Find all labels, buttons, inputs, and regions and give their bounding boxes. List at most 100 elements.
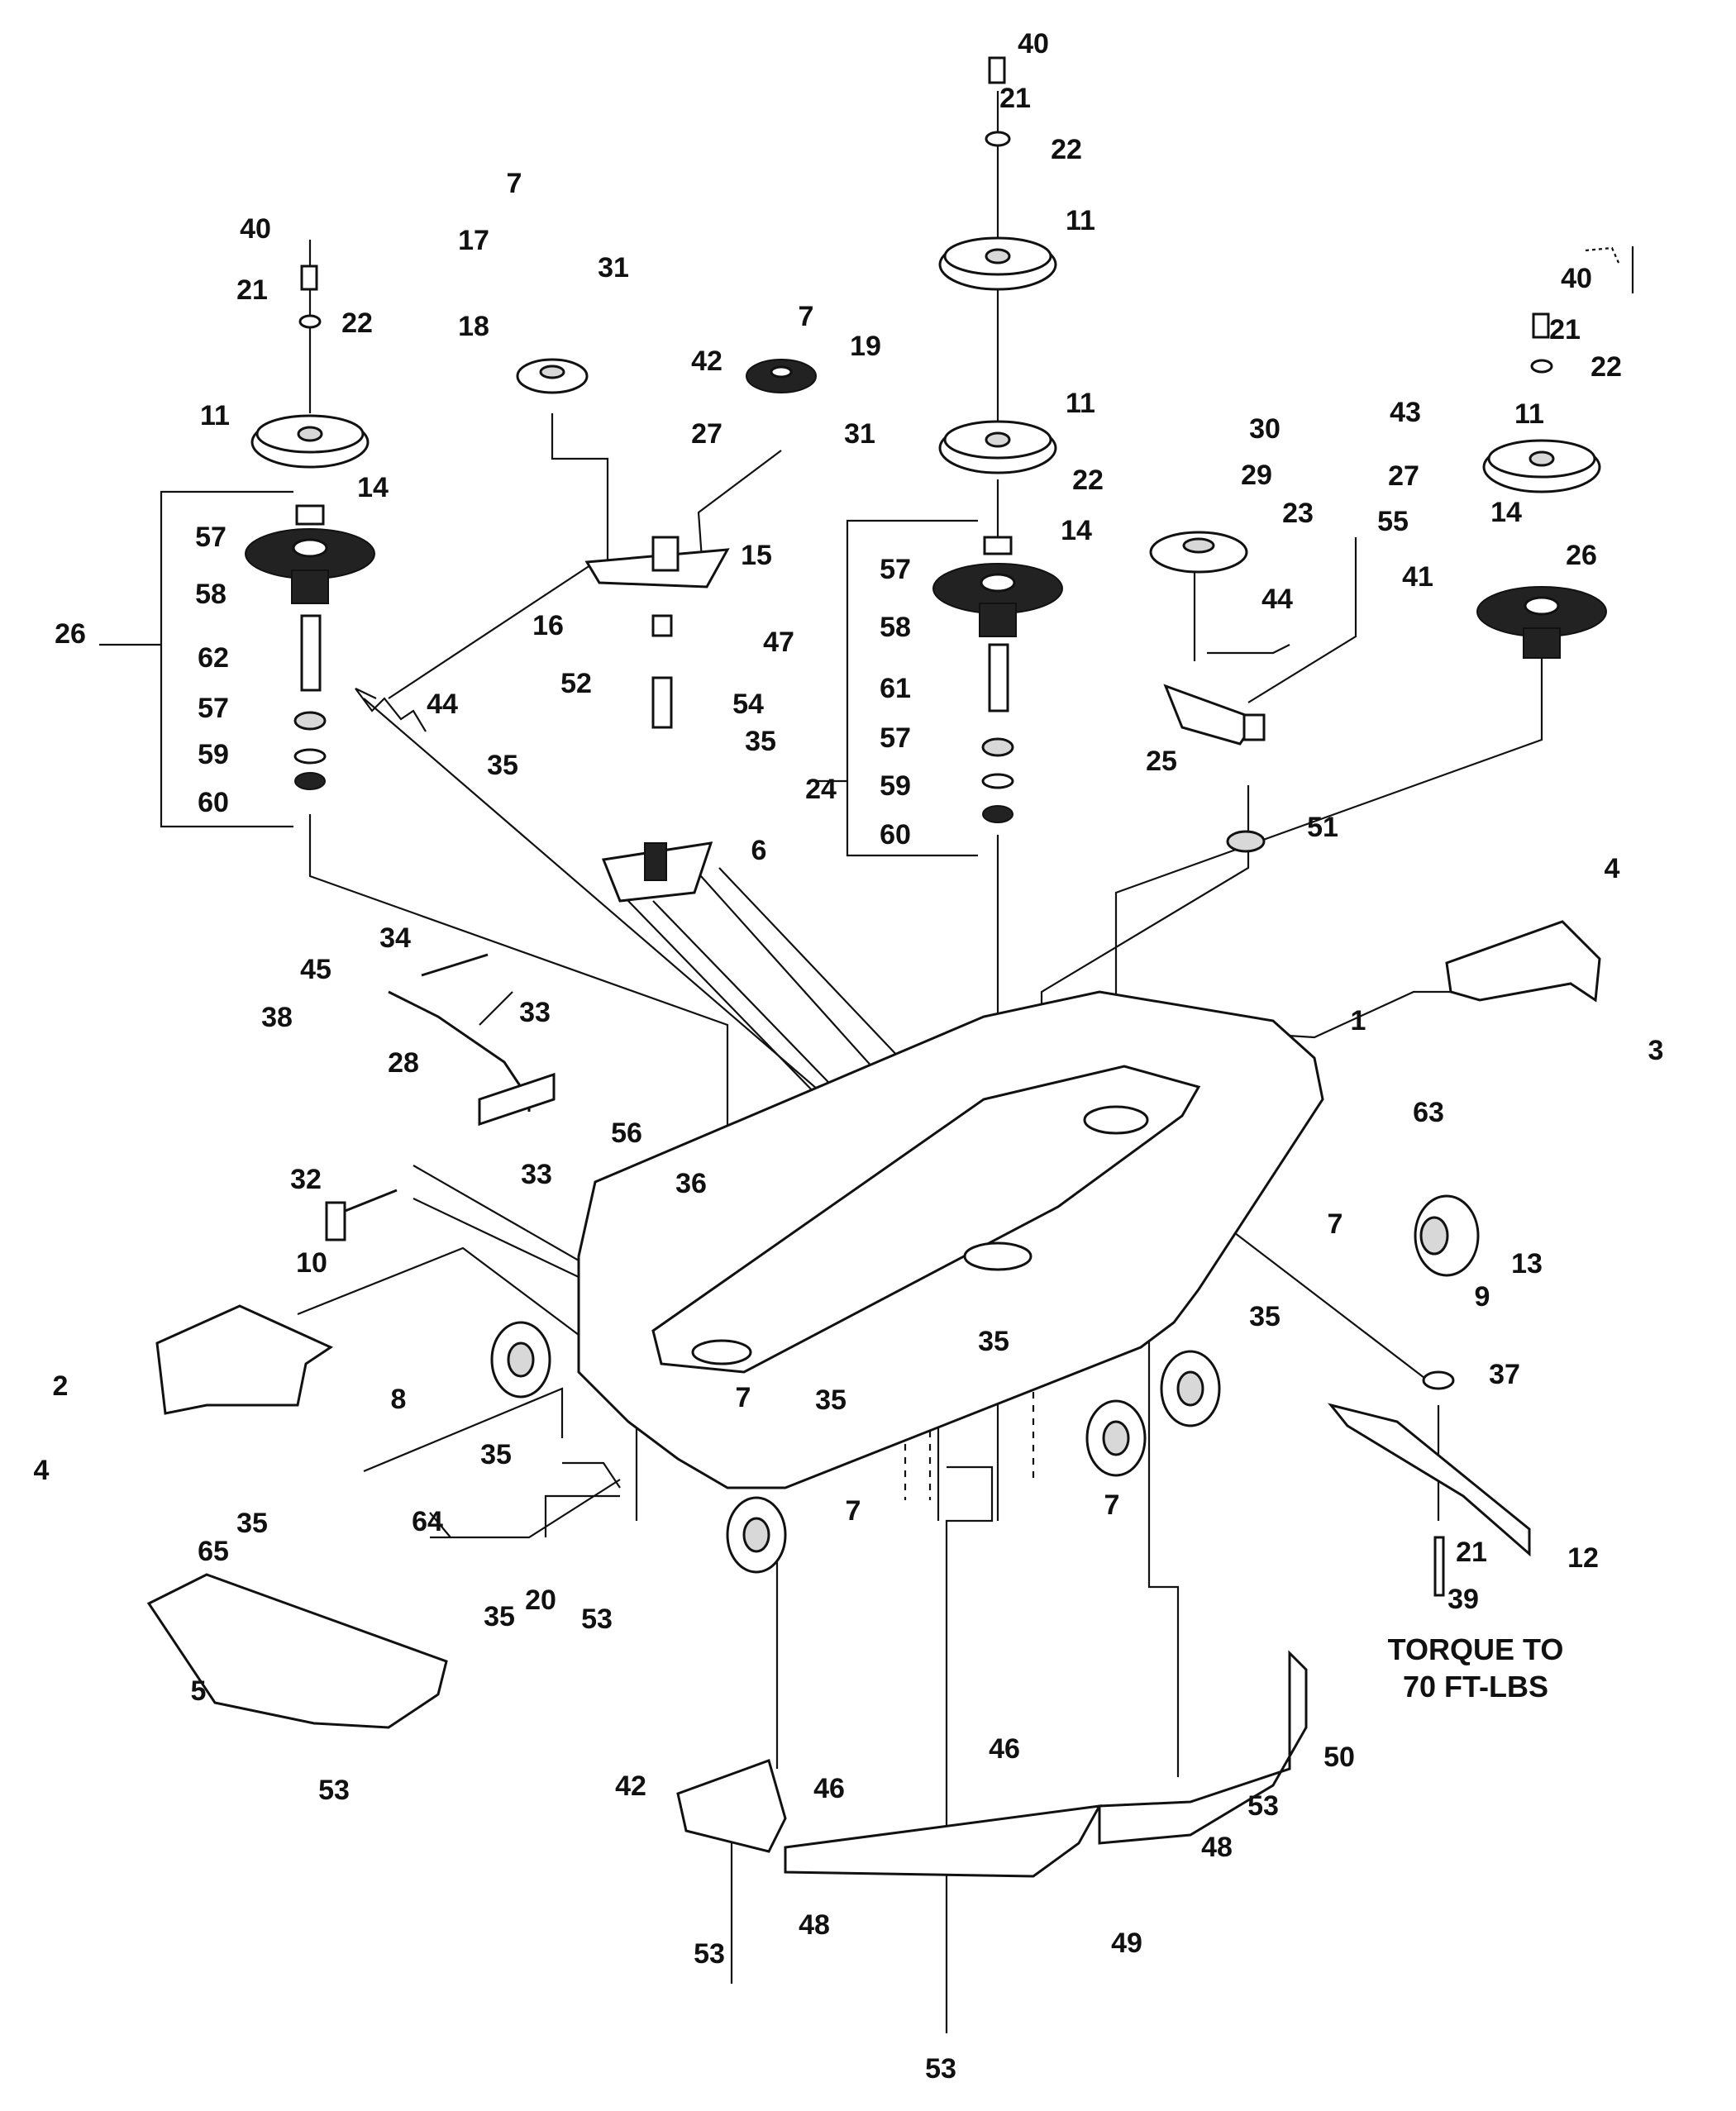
callout-5: 5 [191, 1675, 207, 1707]
torque-note-line1: TORQUE TO [1388, 1632, 1564, 1666]
callout-26: 26 [55, 618, 86, 650]
callout-46: 46 [989, 1733, 1020, 1765]
callout-35: 35 [745, 726, 776, 757]
callout-60: 60 [880, 819, 911, 851]
callout-33: 33 [519, 997, 551, 1028]
callout-11: 11 [200, 400, 230, 431]
callout-14: 14 [1490, 497, 1522, 528]
callout-59: 59 [198, 739, 229, 770]
callout-21: 21 [1456, 1537, 1487, 1568]
callout-24: 24 [805, 774, 837, 805]
callout-7: 7 [1328, 1208, 1343, 1240]
callout-35: 35 [1249, 1301, 1281, 1332]
callout-17: 17 [458, 225, 489, 256]
callout-21: 21 [1549, 314, 1581, 345]
callout-13: 13 [1511, 1248, 1543, 1279]
callout-40: 40 [1561, 263, 1592, 294]
callout-35: 35 [815, 1384, 847, 1416]
callout-33: 33 [521, 1159, 552, 1190]
callout-40: 40 [240, 213, 271, 245]
callout-51: 51 [1307, 812, 1338, 843]
callout-53: 53 [925, 2053, 956, 2085]
callout-65: 65 [198, 1536, 229, 1567]
callout-39: 39 [1447, 1584, 1479, 1615]
callout-34: 34 [379, 922, 411, 954]
parts [146, 56, 1607, 1878]
callout-53: 53 [1247, 1790, 1279, 1822]
callout-14: 14 [1061, 515, 1092, 546]
callout-23: 23 [1282, 498, 1314, 529]
callout-10: 10 [296, 1247, 327, 1279]
callout-11: 11 [1066, 205, 1095, 236]
callout-2: 2 [53, 1370, 69, 1402]
callout-48: 48 [1201, 1832, 1233, 1863]
callout-64: 64 [412, 1506, 443, 1537]
callout-7: 7 [799, 301, 814, 332]
callout-50: 50 [1323, 1742, 1355, 1773]
callout-46: 46 [813, 1773, 845, 1804]
callout-44: 44 [1261, 584, 1293, 615]
callout-35: 35 [236, 1508, 268, 1539]
callout-57: 57 [880, 722, 911, 754]
callout-63: 63 [1413, 1097, 1444, 1128]
callout-35: 35 [484, 1601, 515, 1632]
callout-7: 7 [846, 1495, 861, 1527]
callout-26: 26 [1566, 540, 1597, 571]
callout-59: 59 [880, 770, 911, 802]
callout-47: 47 [763, 627, 794, 658]
callout-30: 30 [1249, 413, 1281, 445]
callout-58: 58 [195, 579, 227, 610]
callout-6: 6 [751, 835, 767, 866]
callout-7: 7 [507, 168, 522, 199]
callout-35: 35 [487, 750, 518, 781]
callout-40: 40 [1018, 28, 1049, 60]
callout-42: 42 [615, 1770, 646, 1802]
callout-58: 58 [880, 612, 911, 643]
callout-4: 4 [34, 1455, 50, 1486]
callout-27: 27 [691, 418, 723, 450]
callout-22: 22 [1591, 351, 1622, 383]
callout-16: 16 [532, 610, 564, 641]
callout-22: 22 [1051, 134, 1082, 165]
callout-32: 32 [290, 1164, 322, 1195]
callout-62: 62 [198, 642, 229, 674]
callout-11: 11 [1066, 388, 1095, 419]
callout-55: 55 [1377, 506, 1409, 537]
callout-31: 31 [844, 418, 875, 450]
callout-35: 35 [978, 1326, 1009, 1357]
callout-1: 1 [1351, 1005, 1366, 1036]
callout-19: 19 [850, 331, 881, 362]
callout-49: 49 [1111, 1928, 1142, 1959]
callout-11: 11 [1514, 398, 1544, 430]
torque-note-line2: 70 FT-LBS [1403, 1670, 1548, 1704]
callout-60: 60 [198, 787, 229, 818]
callout-36: 36 [675, 1168, 707, 1199]
callout-21: 21 [999, 83, 1031, 114]
callout-53: 53 [581, 1604, 613, 1635]
callout-52: 52 [560, 668, 592, 699]
callout-53: 53 [318, 1775, 350, 1806]
callout-31: 31 [598, 252, 629, 284]
callout-45: 45 [300, 954, 331, 985]
callout-42: 42 [691, 345, 723, 377]
callout-27: 27 [1388, 460, 1419, 492]
callout-22: 22 [1072, 465, 1104, 496]
callout-8: 8 [391, 1384, 407, 1415]
callout-37: 37 [1489, 1359, 1520, 1390]
callout-28: 28 [388, 1047, 419, 1079]
callout-7: 7 [1104, 1489, 1120, 1521]
callout-3: 3 [1648, 1035, 1664, 1066]
callout-29: 29 [1241, 460, 1272, 491]
callout-21: 21 [236, 274, 268, 306]
callout-35: 35 [480, 1439, 512, 1470]
callout-4: 4 [1605, 853, 1620, 884]
callout-57: 57 [198, 693, 229, 724]
callout-56: 56 [611, 1117, 642, 1149]
callout-38: 38 [261, 1002, 293, 1033]
callout-48: 48 [799, 1909, 830, 1941]
callout-18: 18 [458, 311, 489, 342]
callout-22: 22 [341, 307, 373, 339]
callout-15: 15 [741, 540, 772, 571]
